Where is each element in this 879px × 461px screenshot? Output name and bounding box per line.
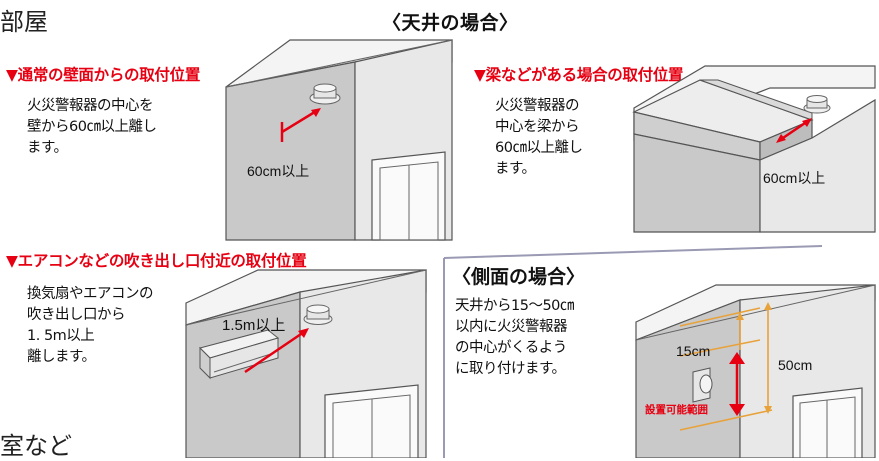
wall-distance-arrow [281,108,319,134]
page-title-partial: 部屋 [0,8,48,36]
side-section-body: 天井から15～50㎝ 以内に火災警報器 の中心がくるよう に取り付けます。 [455,298,574,377]
ceiling-section-title: 〈天井の場合〉 [382,12,519,34]
aircon-measure-label: 1.5m以上 [222,317,286,334]
beam-panel-body: 火災警報器の 中心を梁から 60㎝以上離し ます。 [495,98,583,177]
aircon-distance-arrow [244,330,305,374]
beam-measure-label: 60cm以上 [763,170,826,186]
installable-range-label: 設置可能範囲 [645,404,708,416]
window-icon [371,151,446,241]
beam-distance-arrow [779,119,809,142]
aircon-panel-body: 換気扇やエアコンの 吹き出し口から 1. 5m以上 離します。 [27,286,154,365]
window-icon [792,387,863,458]
beam-panel-heading: ▼梁などがある場合の取付位置 [474,66,684,84]
wall-panel-heading: ▼通常の壁面からの取付位置 [6,66,201,84]
aircon-panel-heading: ▼エアコンなどの吹き出し口付近の取付位置 [6,252,307,270]
smoke-detector-icon [309,83,341,105]
wall-mounted-detector-icon [692,367,713,403]
air-conditioner-icon [199,329,280,380]
wall-panel-body: 火災警報器の中心を 壁から60㎝以上離し ます。 [27,98,157,156]
window-icon [324,384,419,458]
wall-measure-label: 60cm以上 [247,163,310,179]
side-measure-15cm: 15cm [676,343,711,359]
smoke-detector-icon [303,304,333,325]
smoke-detector-icon [803,95,831,114]
side-measure-50cm: 50cm [778,357,813,373]
footer-partial: 室など [0,432,72,460]
side-section-title: 〈側面の場合〉 [452,266,586,288]
